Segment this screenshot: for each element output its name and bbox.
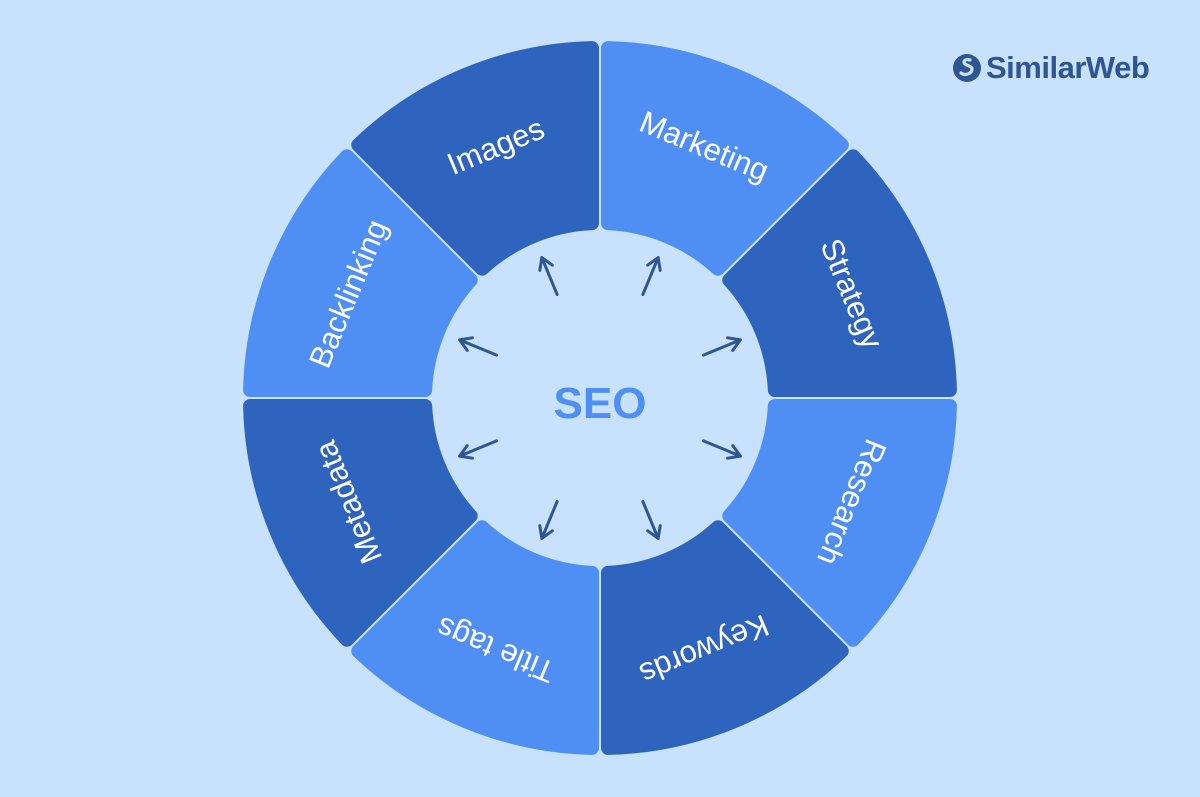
arrow-icon <box>701 336 742 357</box>
segment-marketing <box>600 41 849 276</box>
arrow-icon <box>641 256 662 297</box>
center-label: SEO <box>554 379 647 428</box>
segment-title-tags <box>351 520 600 755</box>
arrow-icon <box>538 256 559 297</box>
segment-keywords <box>600 520 849 755</box>
arrow-icon <box>538 499 559 540</box>
segment-strategy <box>722 149 957 398</box>
arrow-icon <box>458 336 499 357</box>
brand-name: SimilarWeb <box>986 50 1150 85</box>
segment-metadata <box>243 398 478 647</box>
segment-backlinking <box>243 149 478 398</box>
segment-images <box>351 41 600 276</box>
arrow-icon <box>701 439 742 460</box>
similarweb-logo: SimilarWeb <box>952 50 1150 86</box>
segment-research <box>722 398 957 647</box>
arrow-icon <box>458 439 499 460</box>
similarweb-logo-icon <box>953 54 981 82</box>
arrow-icon <box>641 499 662 540</box>
